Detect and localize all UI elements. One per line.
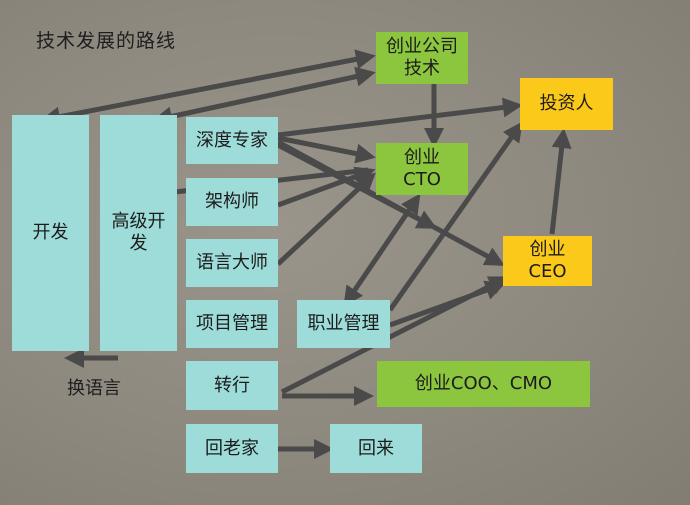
node-cto: 创业 CTO [376,143,468,195]
node-xiangmu: 项目管理 [186,300,278,348]
label-huanyuyan: 换语言 [67,378,121,399]
node-jiagou: 架构师 [186,178,278,226]
node-huilai: 回来 [330,424,422,473]
diagram-title: 技术发展的路线 [36,30,177,52]
arrow-ceo-to-touzi [549,128,572,235]
arrow-shendu-to-cto [277,135,376,164]
node-chuangye-tech: 创业公司 技术 [376,32,468,84]
arrow-tech-to-gaoji [152,66,376,127]
node-shendu: 深度专家 [186,117,278,164]
node-zhuanhang: 转行 [186,361,278,410]
arrow-zhiye-to-touzi [387,121,523,312]
node-yuyan: 语言大师 [186,239,278,287]
node-ceo: 创业 CEO [503,236,592,286]
node-gaoji: 高级开 发 [100,115,177,351]
node-touzi: 投资人 [520,78,613,130]
node-zhiye: 职业管理 [297,300,390,348]
node-kaifa: 开发 [12,115,89,351]
arrow-shendu-to-touzi [277,97,523,138]
node-huilaojia: 回老家 [186,424,278,473]
node-coo: 创业COO、CMO [377,361,590,407]
arrow-cto-to-zhiye [343,193,421,307]
arrow-zhuanhang-to-ceo [280,276,510,395]
arrow-yuyan-to-cto [276,172,376,266]
arrow-jiagou-to-cto [277,166,376,208]
